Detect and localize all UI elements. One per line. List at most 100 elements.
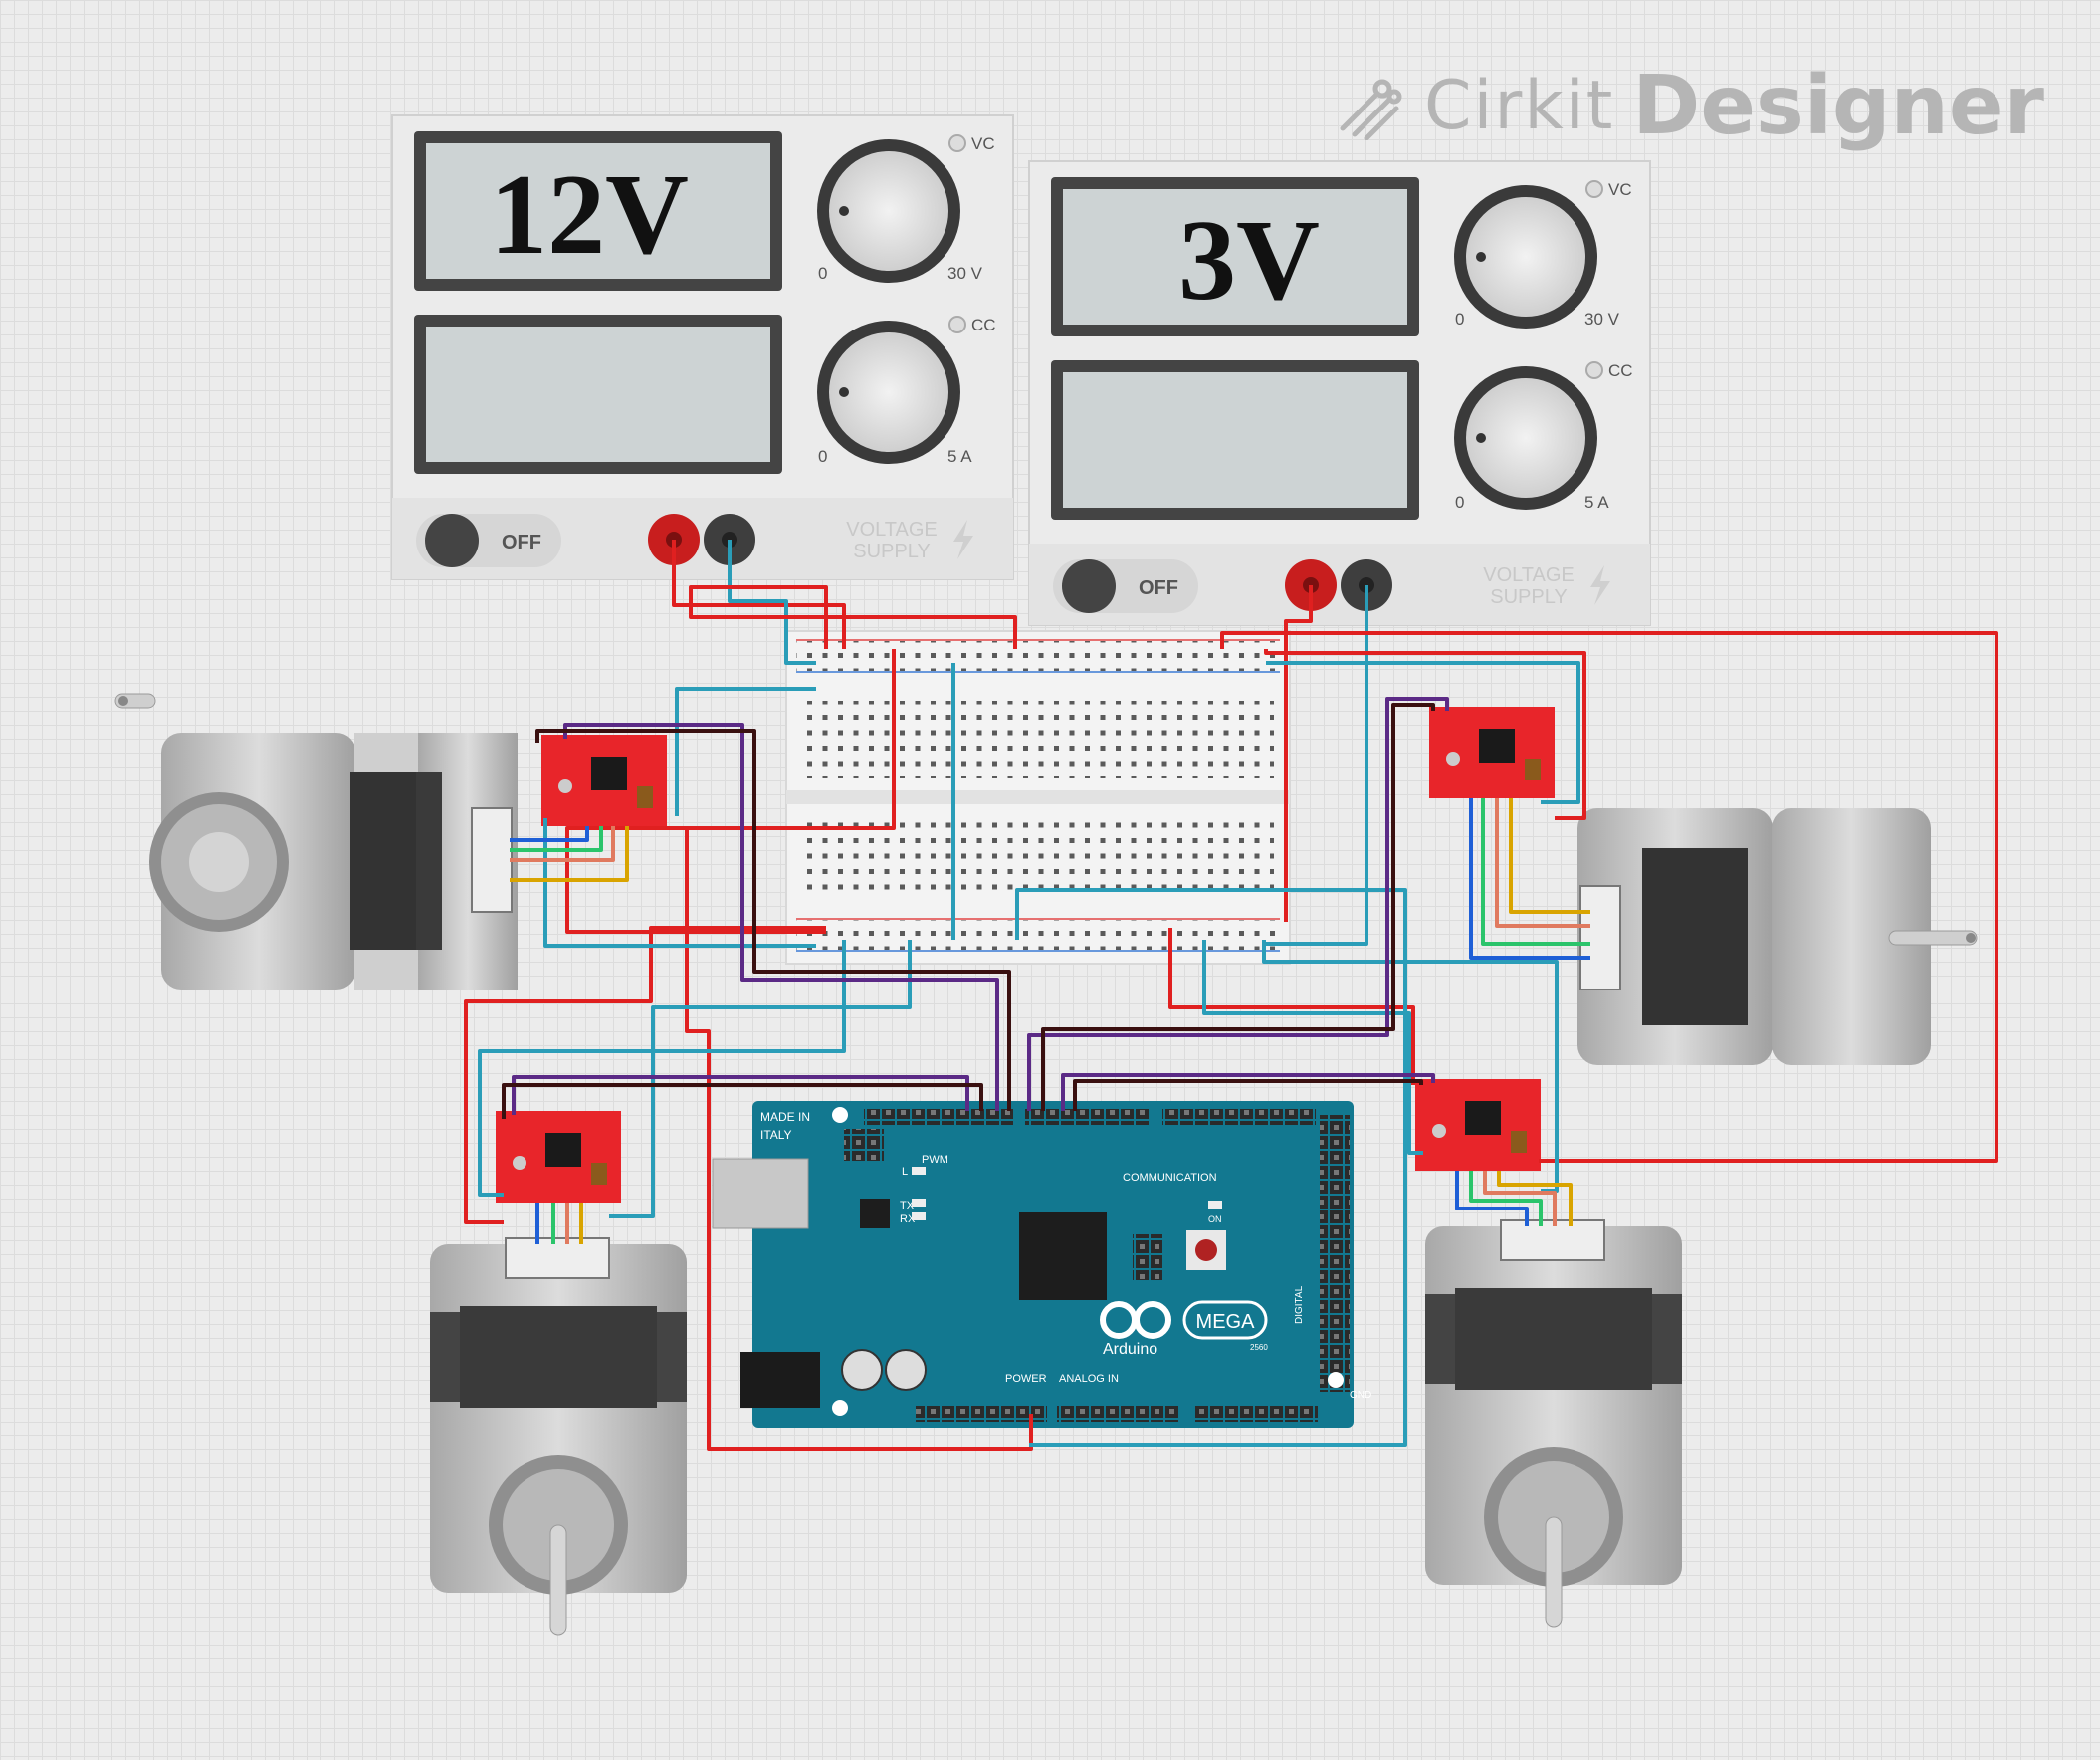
stepper-driver-4	[1415, 1079, 1541, 1171]
a-min-label: 0	[1455, 493, 1464, 512]
coil-wire	[1469, 1171, 1543, 1226]
coil-wire	[1455, 1171, 1529, 1226]
psu-3v-voltage-display: 3V	[1178, 197, 1320, 325]
psu-12v-voltage-display: 12V	[490, 151, 689, 279]
communication-header[interactable]	[1025, 1109, 1149, 1125]
psu-12v-current-display	[426, 327, 770, 462]
cirkit-designer-logo: Cirkit Designer	[1337, 56, 2044, 155]
v-max-label: 30 V	[947, 264, 983, 283]
wire-red-driver4	[1168, 928, 1415, 1085]
microcontroller-chip	[1019, 1212, 1107, 1300]
wire-dark-driver1	[535, 729, 1011, 1111]
wire-dark-driver4	[1073, 1079, 1423, 1111]
vc-label: VC	[1608, 180, 1632, 199]
center-channel	[786, 790, 1290, 804]
italy-label: ITALY	[760, 1128, 792, 1142]
on-label: ON	[1208, 1214, 1222, 1224]
v-max-label: 30 V	[1584, 310, 1620, 329]
wire-dark-driver3	[502, 1083, 983, 1119]
capacitor	[885, 1349, 927, 1391]
digital-header[interactable]	[1320, 1115, 1350, 1392]
wire-red-long-right	[1220, 631, 1998, 1163]
psu-label-voltage: VOLTAGE	[1483, 564, 1575, 586]
analog-header-2[interactable]	[1194, 1406, 1318, 1422]
wire-red-rail	[689, 585, 1017, 649]
psu-label-supply: SUPPLY	[1490, 586, 1567, 608]
wire-purple-driver3	[512, 1075, 969, 1115]
gnd-label: GND	[1350, 1390, 1371, 1401]
switch-label: OFF	[502, 532, 541, 553]
wire-teal-driver3-b	[609, 940, 912, 1218]
wire-teal-arduino-gnd	[1015, 888, 1407, 1447]
communication-label: COMMUNICATION	[1123, 1172, 1217, 1184]
switch-label: OFF	[1139, 577, 1178, 599]
breadboard	[785, 630, 1291, 965]
coil-wire	[510, 826, 629, 882]
wire-teal-driver2	[1266, 661, 1580, 804]
dc-jack	[740, 1352, 820, 1408]
cc-label: CC	[971, 316, 996, 334]
coil-wire	[1495, 798, 1590, 928]
a-min-label: 0	[818, 447, 827, 466]
power-rail-top[interactable]	[796, 641, 1280, 671]
wire-12v-positive	[672, 540, 846, 649]
digital-label: DIGITAL	[1294, 1285, 1305, 1324]
psu-label-voltage: VOLTAGE	[846, 519, 938, 541]
analog-header-1[interactable]	[1057, 1406, 1180, 1422]
vc-label: VC	[971, 134, 995, 153]
wire-red-driver2	[1264, 649, 1586, 820]
power-supply-3v: 3V VC CC 0 30 V 0 5 A OFF VOLTAGE SUPPLY	[1028, 160, 1651, 626]
wires	[464, 540, 1998, 1451]
brand-word-1: Cirkit	[1424, 66, 1615, 145]
power-rail-bottom[interactable]	[796, 920, 1280, 950]
lightning-icon	[953, 520, 973, 559]
wire-teal-driver4	[1202, 940, 1423, 1155]
power-header[interactable]	[916, 1406, 1047, 1422]
capacitor	[841, 1349, 883, 1391]
stepper-motor-left	[114, 693, 518, 990]
power-label: POWER	[1005, 1373, 1047, 1385]
wire-purple-driver4	[1061, 1073, 1435, 1111]
coil-wire	[1483, 1171, 1557, 1226]
a-max-label: 5 A	[947, 447, 972, 466]
cc-indicator-led	[1585, 361, 1603, 379]
coil-wire	[510, 826, 603, 852]
pwm-label: PWM	[922, 1154, 948, 1166]
made-in-label: MADE IN	[760, 1110, 810, 1124]
usb-connector	[712, 1158, 809, 1229]
arduino-logo-text: Arduino	[1103, 1341, 1157, 1358]
wire-red-driver3	[464, 926, 826, 1224]
coil-wire	[1481, 798, 1590, 946]
coil-wire	[1497, 1171, 1573, 1226]
stepper-motor-bottom-left	[430, 1237, 687, 1636]
stepper-motor-right	[1577, 808, 1978, 1065]
stepper-motor-bottom-right	[1425, 1219, 1682, 1628]
stepper-driver-3	[496, 1111, 621, 1203]
wire-red-driver1	[565, 649, 896, 934]
v-min-label: 0	[1455, 310, 1464, 329]
v-min-label: 0	[818, 264, 827, 283]
analog-in-label: ANALOG IN	[1059, 1373, 1119, 1385]
cirkit-logo-icon	[1340, 79, 1402, 140]
mega-label: MEGA	[1196, 1311, 1256, 1333]
pwm-header[interactable]	[864, 1109, 1013, 1125]
brand-word-2: Designer	[1632, 58, 2044, 153]
psu-label-supply: SUPPLY	[853, 541, 930, 562]
psu-3v-current-display	[1063, 372, 1407, 508]
arduino-mega-board: MADE IN ITALY PWM COMMUNICATION Arduino …	[712, 1101, 1371, 1428]
power-supply-12v: 12V VC CC 0 30 V 0 5 A OFF VOLTAGE SUPPL…	[391, 114, 1014, 580]
l-label: L	[902, 1166, 908, 1178]
stepper-driver-2	[1429, 707, 1555, 798]
wire-12v-negative	[728, 540, 816, 665]
rx-label: RX	[900, 1213, 916, 1225]
i2c-header[interactable]	[1162, 1109, 1316, 1125]
wire-teal-driver1	[675, 687, 816, 816]
coil-wire	[1469, 798, 1590, 960]
coil-wire	[510, 826, 615, 862]
model-number: 2560	[1250, 1343, 1268, 1352]
vc-indicator-led	[948, 134, 966, 152]
terminal-strip-top[interactable]	[802, 701, 1274, 778]
wire-purple-driver1	[563, 723, 999, 1111]
cc-indicator-led	[948, 316, 966, 333]
